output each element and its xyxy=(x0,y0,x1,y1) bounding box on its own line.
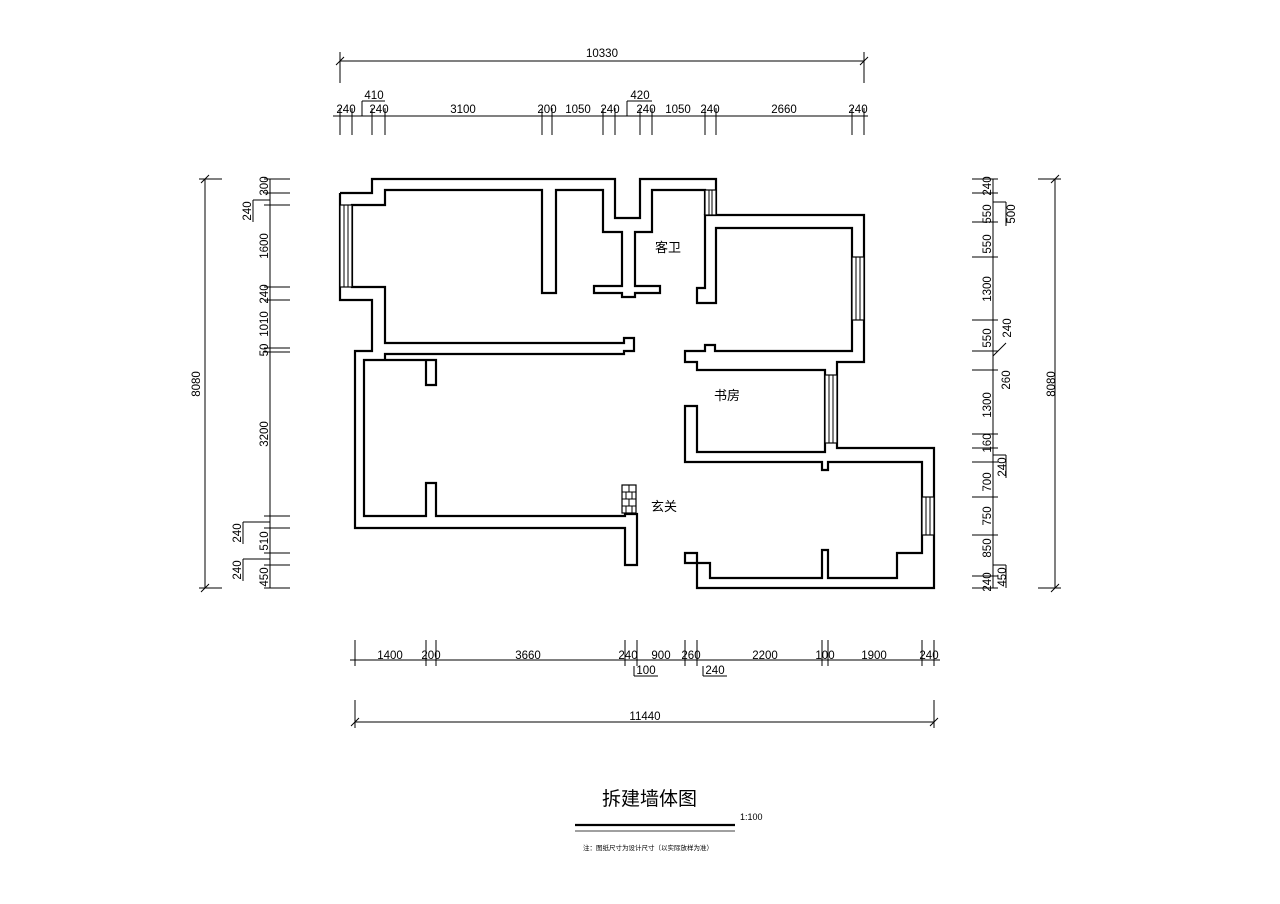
svg-text:100: 100 xyxy=(815,650,834,662)
dim-right-total: 8080 xyxy=(1046,371,1058,397)
window-north-small xyxy=(704,189,717,216)
window-study xyxy=(824,374,838,444)
svg-text:3200: 3200 xyxy=(259,421,271,447)
svg-text:300: 300 xyxy=(259,176,271,195)
svg-text:850: 850 xyxy=(982,538,994,557)
svg-text:260: 260 xyxy=(681,650,700,662)
dimension-right: 8080 240 550 550 1300 550 260 1300 160 7… xyxy=(972,174,1061,593)
drawing-scale: 1:100 xyxy=(740,812,763,822)
svg-text:240: 240 xyxy=(618,650,637,662)
svg-text:1050: 1050 xyxy=(665,104,691,116)
drawing-note: 注：图纸尺寸为设计尺寸（以实际放样为准） xyxy=(583,843,713,852)
svg-text:100: 100 xyxy=(636,665,655,677)
drawing-title: 拆建墙体图 xyxy=(602,788,697,810)
svg-text:1300: 1300 xyxy=(982,392,994,418)
svg-text:1900: 1900 xyxy=(861,650,887,662)
svg-text:200: 200 xyxy=(421,650,440,662)
svg-text:240: 240 xyxy=(336,104,355,116)
svg-text:510: 510 xyxy=(259,531,271,550)
svg-text:240: 240 xyxy=(636,104,655,116)
svg-text:1300: 1300 xyxy=(982,276,994,302)
svg-text:500: 500 xyxy=(1006,204,1018,223)
svg-text:1050: 1050 xyxy=(565,104,591,116)
svg-text:420: 420 xyxy=(630,90,649,102)
svg-text:550: 550 xyxy=(982,328,994,347)
svg-text:260: 260 xyxy=(1001,370,1013,389)
svg-text:550: 550 xyxy=(982,234,994,253)
svg-text:240: 240 xyxy=(1002,318,1014,337)
svg-text:3660: 3660 xyxy=(515,650,541,662)
dimension-top: 10330 240 240 3100 200 1050 240 240 1050… xyxy=(333,48,869,135)
svg-text:240: 240 xyxy=(232,560,244,579)
svg-text:240: 240 xyxy=(982,572,994,591)
svg-text:240: 240 xyxy=(982,176,994,195)
svg-text:1010: 1010 xyxy=(259,311,271,337)
room-label-entrance: 玄关 xyxy=(651,500,677,515)
dim-top-total: 10330 xyxy=(586,48,618,60)
windows xyxy=(339,189,935,536)
inner-wall-upper-left xyxy=(338,188,707,567)
svg-text:240: 240 xyxy=(997,457,1009,476)
svg-text:3100: 3100 xyxy=(450,104,476,116)
svg-text:160: 160 xyxy=(982,433,994,452)
window-east-bedroom xyxy=(851,256,865,321)
svg-text:700: 700 xyxy=(982,472,994,491)
svg-text:50: 50 xyxy=(259,344,271,357)
window-west xyxy=(339,204,353,288)
svg-text:240: 240 xyxy=(242,201,254,220)
window-southeast xyxy=(921,496,935,536)
brick-wall-marker xyxy=(621,484,637,514)
svg-text:2660: 2660 xyxy=(771,104,797,116)
walls xyxy=(338,177,936,590)
dimension-left: 8080 300 1600 240 1010 50 3200 510 450 2… xyxy=(191,174,290,593)
dim-bottom-total: 11440 xyxy=(629,711,660,723)
svg-text:900: 900 xyxy=(651,650,670,662)
svg-text:410: 410 xyxy=(364,90,383,102)
dimension-bottom: 1400 200 3660 240 900 260 2200 100 1900 … xyxy=(350,640,940,728)
svg-text:240: 240 xyxy=(919,650,938,662)
svg-text:240: 240 xyxy=(848,104,867,116)
room-label-study: 书房 xyxy=(714,388,740,404)
svg-text:240: 240 xyxy=(700,104,719,116)
room-label-guest-bath: 客卫 xyxy=(655,240,681,256)
svg-text:240: 240 xyxy=(600,104,619,116)
svg-text:550: 550 xyxy=(982,204,994,223)
svg-text:450: 450 xyxy=(997,567,1009,586)
dim-left-total: 8080 xyxy=(191,371,203,397)
svg-text:1400: 1400 xyxy=(377,650,403,662)
title-block: 拆建墙体图 1:100 注：图纸尺寸为设计尺寸（以实际放样为准） xyxy=(575,788,763,852)
svg-text:240: 240 xyxy=(369,104,388,116)
svg-text:750: 750 xyxy=(982,506,994,525)
svg-text:240: 240 xyxy=(259,284,271,303)
svg-text:1600: 1600 xyxy=(259,233,271,259)
svg-text:240: 240 xyxy=(232,523,244,542)
svg-text:2200: 2200 xyxy=(752,650,778,662)
svg-text:200: 200 xyxy=(537,104,556,116)
svg-text:450: 450 xyxy=(259,567,271,586)
svg-text:240: 240 xyxy=(705,665,724,677)
